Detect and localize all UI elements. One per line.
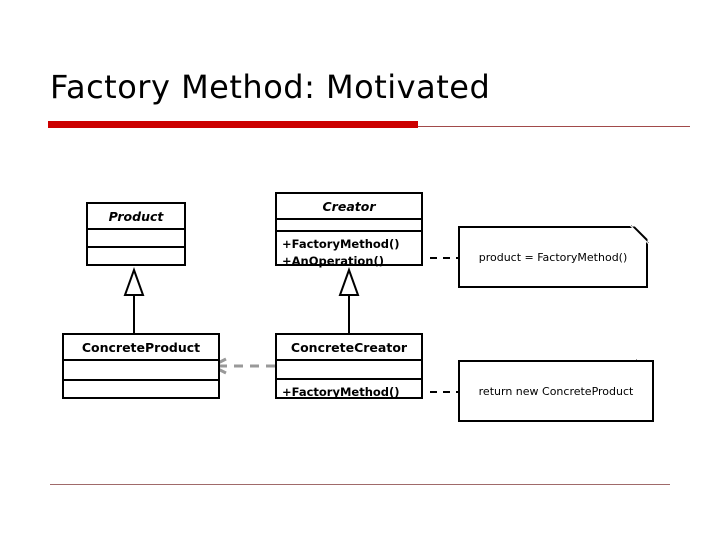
- class-concrete-creator-operations: +FactoryMethod(): [277, 380, 421, 403]
- note-an-operation[interactable]: product = FactoryMethod(): [458, 226, 648, 288]
- class-creator-attributes-row: [277, 220, 421, 232]
- class-concrete-creator[interactable]: ConcreteCreator +FactoryMethod(): [275, 333, 423, 399]
- class-product-name: Product: [108, 208, 164, 224]
- class-creator-operation-0: +FactoryMethod(): [282, 237, 400, 251]
- note-factory-method-text: return new ConcreteProduct: [478, 384, 634, 398]
- class-creator[interactable]: Creator +FactoryMethod() +AnOperation(): [275, 192, 423, 268]
- title-underline-accent: [48, 121, 418, 128]
- class-product-name-row: Product: [88, 204, 184, 230]
- class-concrete-creator-name-row: ConcreteCreator: [277, 335, 421, 361]
- class-product-attributes-row: [88, 230, 184, 248]
- class-concrete-creator-name: ConcreteCreator: [290, 339, 408, 355]
- note-an-operation-text: product = FactoryMethod(): [478, 250, 628, 264]
- class-concrete-creator-attributes-row: [277, 361, 421, 380]
- class-concrete-product-name-row: ConcreteProduct: [64, 335, 218, 361]
- class-concrete-creator-operation-0: +FactoryMethod(): [282, 385, 400, 399]
- class-product[interactable]: Product: [86, 202, 186, 266]
- footer-rule: [50, 484, 670, 485]
- page-title: Factory Method: Motivated: [50, 68, 491, 106]
- class-concrete-product-attributes-row: [64, 361, 218, 381]
- class-concrete-product-name: ConcreteProduct: [81, 339, 201, 355]
- class-creator-operations: +FactoryMethod() +AnOperation(): [277, 232, 421, 272]
- class-creator-name: Creator: [322, 198, 376, 214]
- note-factory-method[interactable]: return new ConcreteProduct: [458, 360, 654, 422]
- class-creator-name-row: Creator: [277, 194, 421, 220]
- class-concrete-product[interactable]: ConcreteProduct: [62, 333, 220, 399]
- uml-class-diagram: Product Creator +FactoryMethod() +AnOper…: [48, 170, 668, 450]
- class-creator-operation-1: +AnOperation(): [282, 254, 385, 268]
